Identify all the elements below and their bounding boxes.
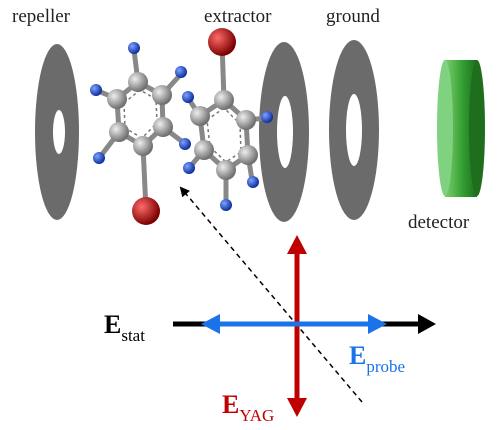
repeller-plate [35,44,79,220]
ground-plate [329,40,379,220]
extractor-label: extractor [204,6,272,27]
repeller-label: repeller [12,6,71,27]
e-yag-label: EYAG [222,390,274,425]
e-probe-label: Eprobe [349,341,405,376]
extractor-plate [259,42,309,222]
molecule-right [182,28,273,211]
ground-label: ground [326,6,380,27]
detector-disk [437,60,485,197]
molecule-left [90,42,191,225]
detector-label: detector [408,212,470,233]
e-probe-arrow [201,314,387,334]
e-stat-label: Estat [104,310,145,345]
dashed-direction-arrow [179,186,363,403]
